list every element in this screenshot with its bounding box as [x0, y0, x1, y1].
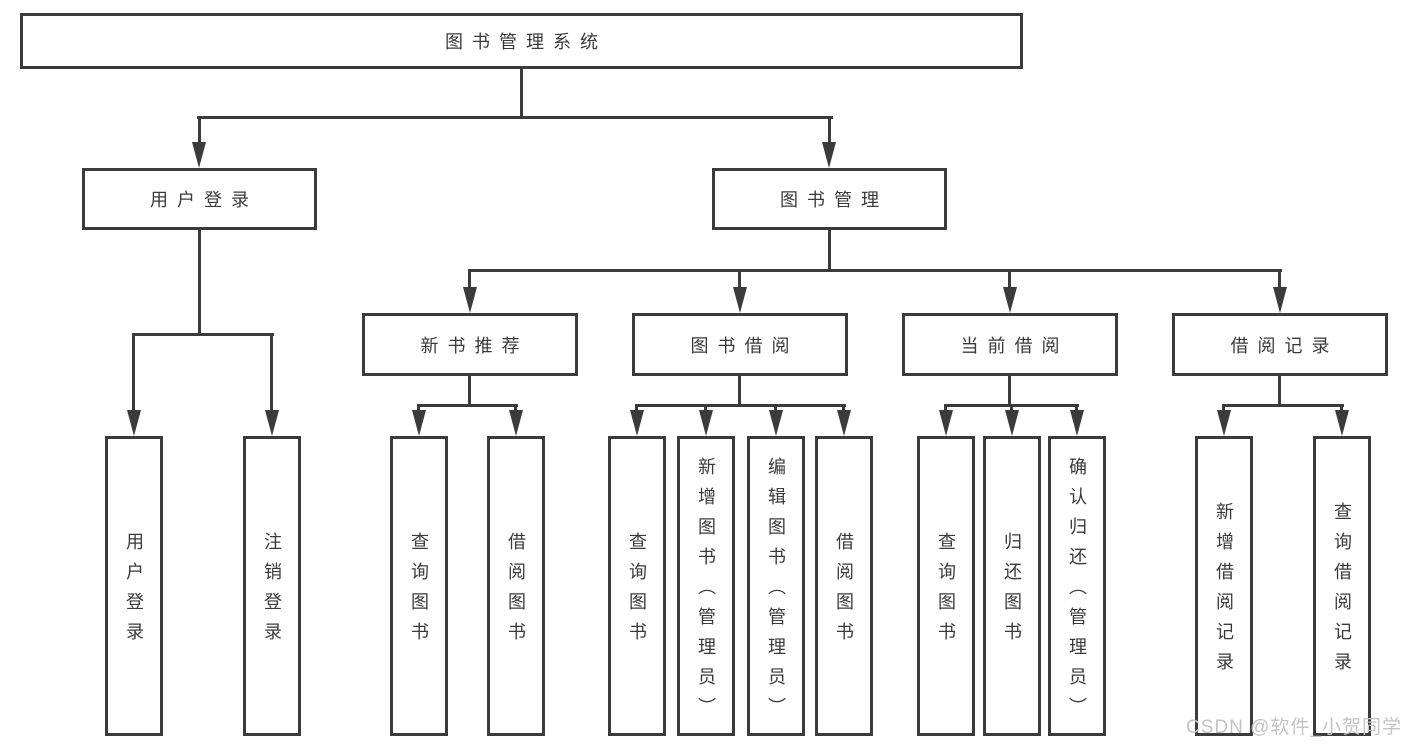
leaf-label: 借阅图书 [506, 532, 526, 652]
node-user-login-label: 用户登录 [150, 190, 258, 210]
leaf-label: 查询图书 [409, 532, 429, 652]
leaf-label: 用户登录 [124, 532, 144, 652]
arrow-down-icon [412, 410, 426, 436]
leaf-label: 查询图书 [936, 532, 956, 652]
edge-line [132, 333, 274, 336]
leaf-label: 注销登录 [262, 532, 282, 652]
edge-line [520, 69, 523, 119]
node-book-borrowing: 图书借阅 [632, 313, 848, 376]
edge-line [944, 404, 947, 414]
arrow-down-icon [630, 410, 644, 436]
leaf-query-books-borrowing: 查询图书 [608, 436, 666, 736]
leaf-borrow-books-recommend: 借阅图书 [487, 436, 545, 736]
leaf-query-books-current: 查询图书 [917, 436, 975, 736]
edge-line [197, 116, 833, 119]
leaf-return-books: 归还图书 [983, 436, 1041, 736]
arrow-down-icon [1335, 410, 1349, 436]
node-book-borrowing-label: 图书借阅 [690, 335, 799, 356]
edge-line [635, 404, 846, 407]
arrow-down-icon [1273, 287, 1287, 313]
edge-line [468, 376, 471, 407]
edge-line [828, 230, 831, 272]
node-root: 图书管理系统 [20, 13, 1023, 69]
leaf-add-books-admin: 新增图书（管理员） [677, 436, 735, 736]
edge-line [1278, 376, 1281, 407]
edge-line [514, 404, 517, 414]
arrow-down-icon [837, 410, 851, 436]
arrow-down-icon [265, 410, 279, 436]
leaf-edit-books-admin: 编辑图书（管理员） [747, 436, 805, 736]
leaf-label: 确认归还（管理员） [1067, 457, 1087, 727]
edge-line [635, 404, 638, 414]
node-new-book-recommendation-label: 新书推荐 [420, 335, 529, 356]
edge-line [132, 333, 135, 413]
edge-line [417, 404, 518, 407]
arrow-down-icon [822, 142, 836, 168]
edge-line [1278, 269, 1281, 291]
edge-line [1075, 404, 1078, 414]
node-root-label: 图书管理系统 [445, 32, 607, 52]
node-current-borrowing-label: 当前借阅 [960, 335, 1069, 356]
node-book-management-label: 图书管理 [780, 190, 888, 210]
node-borrowing-records-label: 借阅记录 [1230, 335, 1339, 356]
leaf-logout: 注销登录 [243, 436, 301, 736]
node-borrowing-records: 借阅记录 [1172, 313, 1388, 376]
leaf-user-login: 用户登录 [105, 436, 163, 736]
edge-line [198, 116, 201, 146]
arrow-down-icon [1005, 410, 1019, 436]
leaf-label: 查询借阅记录 [1332, 502, 1352, 682]
edge-line [1340, 404, 1343, 414]
watermark-text: CSDN @软件_小贺同学 [1186, 717, 1402, 738]
arrow-down-icon [192, 142, 206, 168]
edge-line [1222, 404, 1344, 407]
leaf-label: 借阅图书 [834, 532, 854, 652]
leaf-label: 新增图书（管理员） [696, 457, 716, 727]
node-current-borrowing: 当前借阅 [902, 313, 1118, 376]
edge-line [1010, 404, 1013, 414]
edge-line [468, 269, 1282, 272]
node-book-management: 图书管理 [712, 168, 947, 230]
leaf-add-borrow-record: 新增借阅记录 [1195, 436, 1253, 736]
arrow-down-icon [733, 287, 747, 313]
edge-line [738, 376, 741, 407]
arrow-down-icon [1217, 410, 1231, 436]
leaf-label: 归还图书 [1002, 532, 1022, 652]
edge-line [1008, 269, 1011, 291]
arrow-down-icon [127, 410, 141, 436]
arrow-down-icon [769, 410, 783, 436]
leaf-label: 编辑图书（管理员） [766, 457, 786, 727]
node-new-book-recommendation: 新书推荐 [362, 313, 578, 376]
edge-line [270, 333, 273, 413]
arrow-down-icon [509, 410, 523, 436]
edge-line [1008, 376, 1011, 407]
leaf-label: 新增借阅记录 [1214, 502, 1234, 682]
node-user-login: 用户登录 [82, 168, 317, 230]
arrow-down-icon [939, 410, 953, 436]
edge-line [738, 269, 741, 291]
edge-line [774, 404, 777, 414]
edge-line [842, 404, 845, 414]
leaf-query-borrow-record: 查询借阅记录 [1313, 436, 1371, 736]
arrow-down-icon [699, 410, 713, 436]
edge-line [828, 116, 831, 146]
arrow-down-icon [463, 287, 477, 313]
edge-line [198, 230, 201, 336]
leaf-confirm-return-admin: 确认归还（管理员） [1048, 436, 1106, 736]
edge-line [704, 404, 707, 414]
arrow-down-icon [1070, 410, 1084, 436]
edge-line [468, 269, 471, 291]
edge-line [417, 404, 420, 414]
edge-line [1222, 404, 1225, 414]
leaf-query-books-recommend: 查询图书 [390, 436, 448, 736]
leaf-borrow-books-borrowing: 借阅图书 [815, 436, 873, 736]
arrow-down-icon [1003, 287, 1017, 313]
leaf-label: 查询图书 [627, 532, 647, 652]
